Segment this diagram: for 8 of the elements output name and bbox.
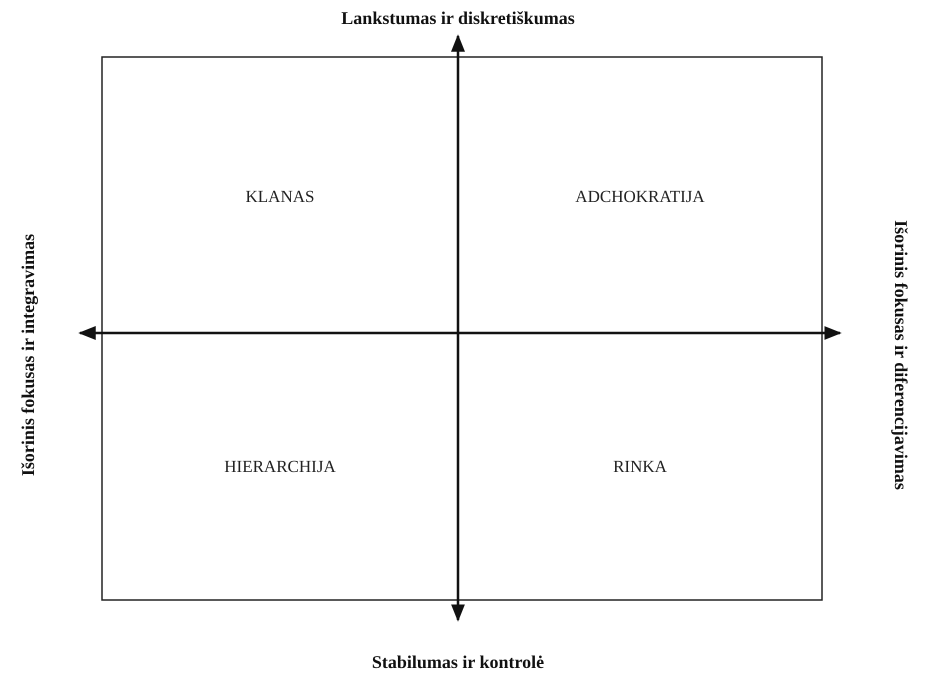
axis-label: Stabilumas ir kontrolė [372, 652, 544, 673]
axis-label: Išorinis fokusas ir integravimas [18, 234, 39, 476]
axis-label: Išorinis fokusas ir diferencijavimas [890, 220, 911, 490]
quadrant-label: KLANAS [246, 187, 314, 207]
quadrant-label: RINKA [613, 457, 667, 477]
quadrant-label: HIERARCHIJA [224, 457, 336, 477]
quadrant-label: ADCHOKRATIJA [575, 187, 705, 207]
axis-label: Lankstumas ir diskretiškumas [341, 8, 575, 29]
